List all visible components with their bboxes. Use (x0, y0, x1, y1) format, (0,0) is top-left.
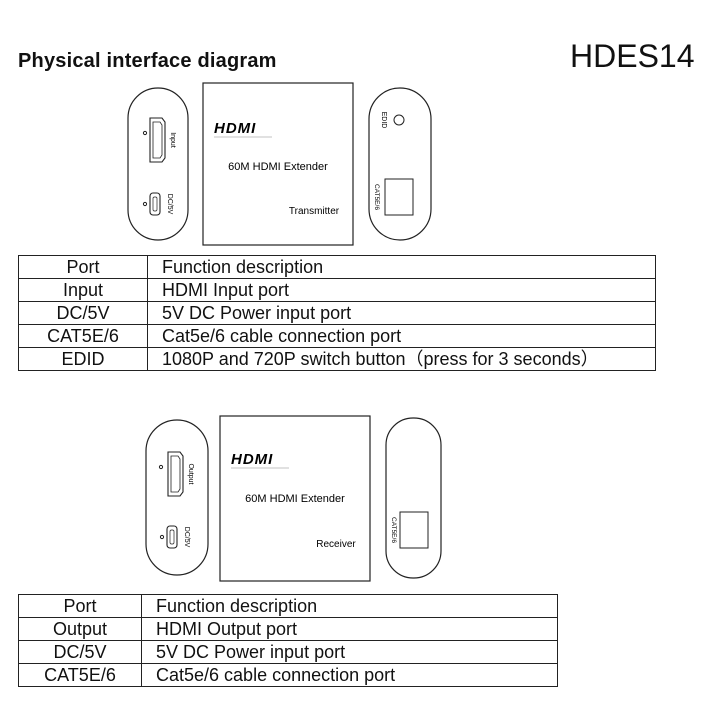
transmitter-port1-label: Input (169, 132, 176, 148)
receiver-box (219, 415, 371, 582)
table-cell: Output (18, 617, 142, 641)
rj45-port-icon (384, 178, 414, 216)
receiver-port1-label: Output (187, 463, 194, 484)
table-row: Output HDMI Output port (18, 617, 558, 641)
receiver-product-label: 60M HDMI Extender (245, 493, 345, 505)
hdmi-port-icon (167, 451, 184, 497)
receiver-unit-label: Receiver (316, 539, 356, 550)
edid-button-icon (393, 114, 405, 126)
transmitter-left-panel (127, 87, 189, 241)
transmitter-port-table: Port Function description Input HDMI Inp… (18, 255, 656, 371)
table-cell: DC/5V (18, 640, 142, 664)
table-row: EDID 1080P and 720P switch button（press … (18, 347, 656, 371)
hdmi-logo: HDMI (231, 451, 273, 468)
table-header-row: Port Function description (18, 255, 656, 279)
table-cell: Port (18, 255, 148, 279)
transmitter-right-panel (368, 87, 432, 241)
table-row: DC/5V 5V DC Power input port (18, 301, 656, 325)
receiver-port-table: Port Function description Output HDMI Ou… (18, 594, 558, 687)
transmitter-unit-label: Transmitter (289, 206, 340, 217)
table-cell: EDID (18, 347, 148, 371)
table-header-row: Port Function description (18, 594, 558, 618)
table-cell: Cat5e/6 cable connection port (141, 663, 558, 687)
model-number: HDES14 (570, 38, 695, 74)
table-cell: HDMI Input port (147, 278, 656, 302)
receiver-left-panel (145, 419, 209, 576)
receiver-port2-label: DC/5V (183, 527, 190, 548)
table-row: DC/5V 5V DC Power input port (18, 640, 558, 664)
table-cell: 5V DC Power input port (147, 301, 656, 325)
edid-label: EDID (380, 112, 387, 129)
table-cell: DC/5V (18, 301, 148, 325)
table-cell: Port (18, 594, 142, 618)
hdmi-port-icon (149, 117, 166, 163)
table-cell: Input (18, 278, 148, 302)
receiver-cat-label: CAT5E/6 (390, 517, 397, 543)
dc-jack-icon (166, 525, 178, 549)
transmitter-diagram: Input DC/5V HDMI 60M HDMI Extender Trans… (127, 82, 432, 246)
table-cell: 5V DC Power input port (141, 640, 558, 664)
hdmi-logo: HDMI (214, 120, 256, 137)
table-cell: CAT5E/6 (18, 324, 148, 348)
dc-jack-icon (149, 192, 161, 216)
table-cell: Function description (141, 594, 558, 618)
transmitter-cat-label: CAT5E/6 (373, 184, 380, 210)
table-cell: CAT5E/6 (18, 663, 142, 687)
table-cell: HDMI Output port (141, 617, 558, 641)
table-cell: 1080P and 720P switch button（press for 3… (147, 347, 656, 371)
receiver-diagram: Output DC/5V HDMI 60M HDMI Extender Rece… (145, 415, 442, 582)
table-cell: Cat5e/6 cable connection port (147, 324, 656, 348)
receiver-right-panel (385, 417, 442, 579)
table-row: CAT5E/6 Cat5e/6 cable connection port (18, 324, 656, 348)
indicator-dot-icon (142, 130, 148, 136)
table-row: CAT5E/6 Cat5e/6 cable connection port (18, 663, 558, 687)
transmitter-port2-label: DC/5V (166, 194, 173, 215)
transmitter-product-label: 60M HDMI Extender (228, 161, 328, 173)
rj45-port-icon (399, 511, 429, 549)
transmitter-box (202, 82, 354, 246)
page-title: Physical interface diagram (18, 50, 277, 72)
table-row: Input HDMI Input port (18, 278, 656, 302)
table-cell: Function description (147, 255, 656, 279)
